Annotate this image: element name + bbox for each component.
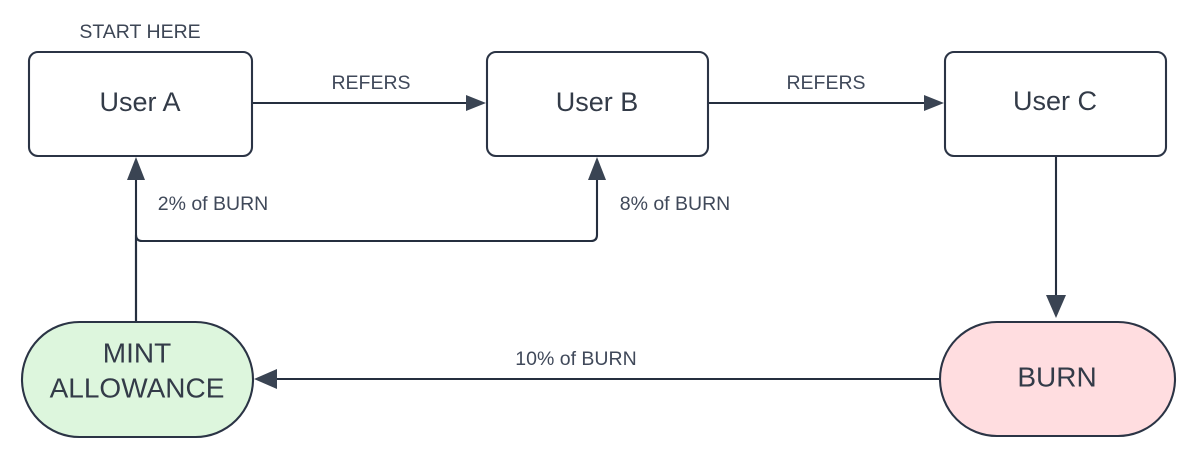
- edge-label-b-to-c: REFERS: [786, 72, 865, 94]
- arrowhead-mint-to-a: [127, 157, 145, 180]
- node-user-c-shape[interactable]: [943, 50, 1168, 158]
- node-user-a-shape[interactable]: [27, 50, 254, 158]
- edge-user-c-to-burn: [1046, 156, 1066, 318]
- edge-label-mint-to-b: 8% of BURN: [620, 193, 731, 215]
- edge-label-a-to-b: REFERS: [331, 72, 410, 94]
- arrowhead-b-to-c: [924, 95, 944, 111]
- node-burn[interactable]: BURN: [938, 320, 1177, 438]
- node-user-c-label: User C: [1013, 86, 1097, 116]
- arrowhead-burn-to-mint: [254, 369, 277, 389]
- node-user-a[interactable]: User A: [27, 50, 254, 158]
- node-mint-allowance-label-line1: MINT: [103, 337, 171, 368]
- node-user-b-shape[interactable]: [485, 50, 710, 158]
- edge-user-b-to-user-c: [708, 95, 944, 111]
- edge-user-a-to-user-b: [252, 95, 486, 111]
- edge-label-mint-to-a: 2% of BURN: [158, 193, 269, 215]
- node-burn-shape[interactable]: [938, 320, 1177, 438]
- arrowhead-mint-to-b: [588, 157, 606, 180]
- node-user-a-label: User A: [99, 87, 180, 117]
- start-here-annotation: START HERE: [79, 21, 200, 43]
- edge-line-mint-to-b: [134, 172, 599, 329]
- node-user-c[interactable]: User C: [943, 50, 1168, 158]
- edge-mint-to-user-b: [134, 157, 606, 329]
- node-user-b-label: User B: [556, 87, 639, 117]
- node-mint-allowance-label-line2: ALLOWANCE: [50, 372, 225, 403]
- arrowhead-c-to-burn: [1046, 295, 1066, 318]
- arrowhead-a-to-b: [466, 95, 486, 111]
- node-mint-allowance-shape[interactable]: [20, 320, 255, 439]
- node-burn-label: BURN: [1017, 361, 1096, 392]
- edge-label-burn-to-mint: 10% of BURN: [515, 348, 636, 370]
- edge-burn-to-mint: [254, 369, 939, 389]
- node-user-b[interactable]: User B: [485, 50, 710, 158]
- node-mint-allowance[interactable]: MINT ALLOWANCE: [20, 320, 255, 439]
